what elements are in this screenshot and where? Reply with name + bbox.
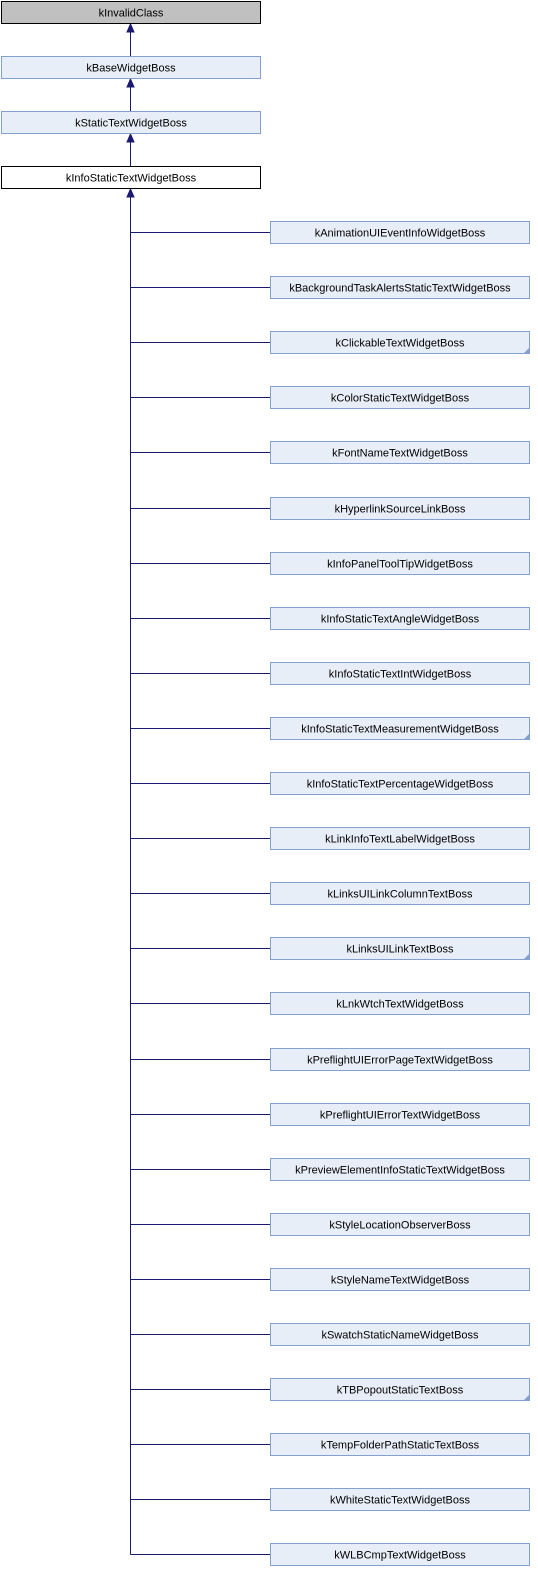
class-node-box [1,166,261,189]
class-node-k-info-static-text-int-widget-boss[interactable]: kInfoStaticTextIntWidgetBoss [270,662,530,685]
class-node-k-info-panel-tool-tip-widget-boss[interactable]: kInfoPanelToolTipWidgetBoss [270,552,530,575]
class-node-label: kPreflightUIErrorTextWidgetBoss [320,1110,481,1122]
class-node-box [270,1488,530,1511]
class-node-k-style-location-observer-boss[interactable]: kStyleLocationObserverBoss [270,1213,530,1236]
class-node-k-base-widget-boss[interactable]: kBaseWidgetBoss [1,56,261,79]
class-node-label: kTempFolderPathStaticTextBoss [321,1440,480,1452]
class-node-label: kTBPopoutStaticTextBoss [337,1385,464,1397]
class-node-k-font-name-text-widget-boss[interactable]: kFontNameTextWidgetBoss [270,441,530,464]
class-node-box [270,1158,530,1181]
class-node-k-lnk-wtch-text-widget-boss[interactable]: kLnkWtchTextWidgetBoss [270,992,530,1015]
class-node-label: kInfoStaticTextIntWidgetBoss [329,669,472,681]
class-node-k-tbpopout-static-text-boss[interactable]: kTBPopoutStaticTextBoss [270,1378,530,1401]
class-node-box [270,772,530,795]
class-node-label: kWhiteStaticTextWidgetBoss [330,1495,470,1507]
class-node-box [270,992,530,1015]
class-node-k-style-name-text-widget-boss[interactable]: kStyleNameTextWidgetBoss [270,1268,530,1291]
class-node-box [270,552,530,575]
class-node-k-links-uilink-column-text-boss[interactable]: kLinksUILinkColumnTextBoss [270,882,530,905]
class-node-box [270,276,530,299]
class-node-label: kLinkInfoTextLabelWidgetBoss [325,834,475,846]
inheritance-edges [126,22,271,1555]
class-node-label: kWLBCmpTextWidgetBoss [334,1550,466,1562]
class-node-box [270,717,530,740]
class-node-label: kInfoStaticTextMeasurementWidgetBoss [301,724,499,736]
truncated-marker-icon [523,733,530,740]
class-node-k-hyperlink-source-link-boss[interactable]: kHyperlinkSourceLinkBoss [270,497,530,520]
class-node-label: kInvalidClass [99,8,164,20]
class-node-box [270,1268,530,1291]
class-node-box [270,1323,530,1346]
class-node-label: kBaseWidgetBoss [86,63,176,75]
class-node-box [270,937,530,960]
class-node-label: kSwatchStaticNameWidgetBoss [321,1330,479,1342]
class-node-k-animation-uievent-info-widget-boss[interactable]: kAnimationUIEventInfoWidgetBoss [270,221,530,244]
class-node-k-link-info-text-label-widget-boss[interactable]: kLinkInfoTextLabelWidgetBoss [270,827,530,850]
class-node-label: kAnimationUIEventInfoWidgetBoss [315,228,486,240]
class-node-box [1,1,261,24]
class-node-k-preflight-uierror-text-widget-boss[interactable]: kPreflightUIErrorTextWidgetBoss [270,1103,530,1126]
class-node-box [270,441,530,464]
class-node-label: kLinksUILinkColumnTextBoss [328,889,473,901]
class-node-box [1,56,261,79]
class-node-label: kClickableTextWidgetBoss [336,338,465,350]
class-node-label: kLinksUILinkTextBoss [347,944,454,956]
class-node-box [270,1048,530,1071]
class-node-k-wlbcmp-text-widget-boss[interactable]: kWLBCmpTextWidgetBoss [270,1543,530,1566]
class-node-k-clickable-text-widget-boss[interactable]: kClickableTextWidgetBoss [270,331,530,354]
class-node-label: kStaticTextWidgetBoss [75,118,187,130]
class-node-k-info-static-text-percentage-widget-boss[interactable]: kInfoStaticTextPercentageWidgetBoss [270,772,530,795]
class-nodes: kInvalidClass kBaseWidgetBoss kStaticTextW… [1,1,530,1566]
class-node-box [270,331,530,354]
class-node-label: kInfoPanelToolTipWidgetBoss [327,559,473,571]
class-node-box [270,662,530,685]
class-node-k-preview-element-info-static-text-widget-boss[interactable]: kPreviewElementInfoStaticTextWidgetBoss [270,1158,530,1181]
class-node-k-invalid-class[interactable]: kInvalidClass [1,1,261,24]
class-node-box [270,1543,530,1566]
inheritance-arrow-icon [126,22,135,33]
class-node-label: kFontNameTextWidgetBoss [332,448,468,460]
class-node-box [270,1103,530,1126]
class-node-label: kLnkWtchTextWidgetBoss [336,999,464,1011]
inheritance-arrow-icon [126,187,135,198]
class-node-box [270,386,530,409]
class-node-box [270,1213,530,1236]
class-node-label: kPreflightUIErrorPageTextWidgetBoss [307,1055,493,1067]
truncated-marker-icon [523,953,530,960]
truncated-marker-icon [523,347,530,354]
class-node-k-info-static-text-measurement-widget-boss[interactable]: kInfoStaticTextMeasurementWidgetBoss [270,717,530,740]
class-node-k-info-static-text-widget-boss: kInfoStaticTextWidgetBoss [1,166,261,189]
class-node-label: kInfoStaticTextPercentageWidgetBoss [307,779,494,791]
inheritance-arrow-icon [126,77,135,88]
class-node-label: kColorStaticTextWidgetBoss [331,393,470,405]
class-node-label: kStyleNameTextWidgetBoss [331,1275,470,1287]
class-node-k-info-static-text-angle-widget-boss[interactable]: kInfoStaticTextAngleWidgetBoss [270,607,530,630]
class-node-k-white-static-text-widget-boss[interactable]: kWhiteStaticTextWidgetBoss [270,1488,530,1511]
class-node-box [270,1433,530,1456]
class-node-box [270,1378,530,1401]
class-node-label: kInfoStaticTextWidgetBoss [66,173,197,185]
class-node-label: kHyperlinkSourceLinkBoss [335,504,466,516]
class-node-box [270,827,530,850]
class-node-label: kStyleLocationObserverBoss [329,1220,471,1232]
class-node-box [1,111,261,134]
class-node-k-swatch-static-name-widget-boss[interactable]: kSwatchStaticNameWidgetBoss [270,1323,530,1346]
class-node-label: kPreviewElementInfoStaticTextWidgetBoss [295,1165,505,1177]
class-node-box [270,497,530,520]
class-node-k-links-uilink-text-boss[interactable]: kLinksUILinkTextBoss [270,937,530,960]
class-node-box [270,607,530,630]
inheritance-arrow-icon [126,132,135,143]
class-node-k-preflight-uierror-page-text-widget-boss[interactable]: kPreflightUIErrorPageTextWidgetBoss [270,1048,530,1071]
class-node-k-static-text-widget-boss[interactable]: kStaticTextWidgetBoss [1,111,261,134]
class-node-label: kBackgroundTaskAlertsStaticTextWidgetBos… [289,283,511,295]
class-node-box [270,221,530,244]
class-node-label: kInfoStaticTextAngleWidgetBoss [321,614,480,626]
truncated-marker-icon [523,1394,530,1401]
class-node-k-color-static-text-widget-boss[interactable]: kColorStaticTextWidgetBoss [270,386,530,409]
class-node-k-temp-folder-path-static-text-boss[interactable]: kTempFolderPathStaticTextBoss [270,1433,530,1456]
class-node-k-background-task-alerts-static-text-widget-boss[interactable]: kBackgroundTaskAlertsStaticTextWidgetBos… [270,276,530,299]
class-node-box [270,882,530,905]
